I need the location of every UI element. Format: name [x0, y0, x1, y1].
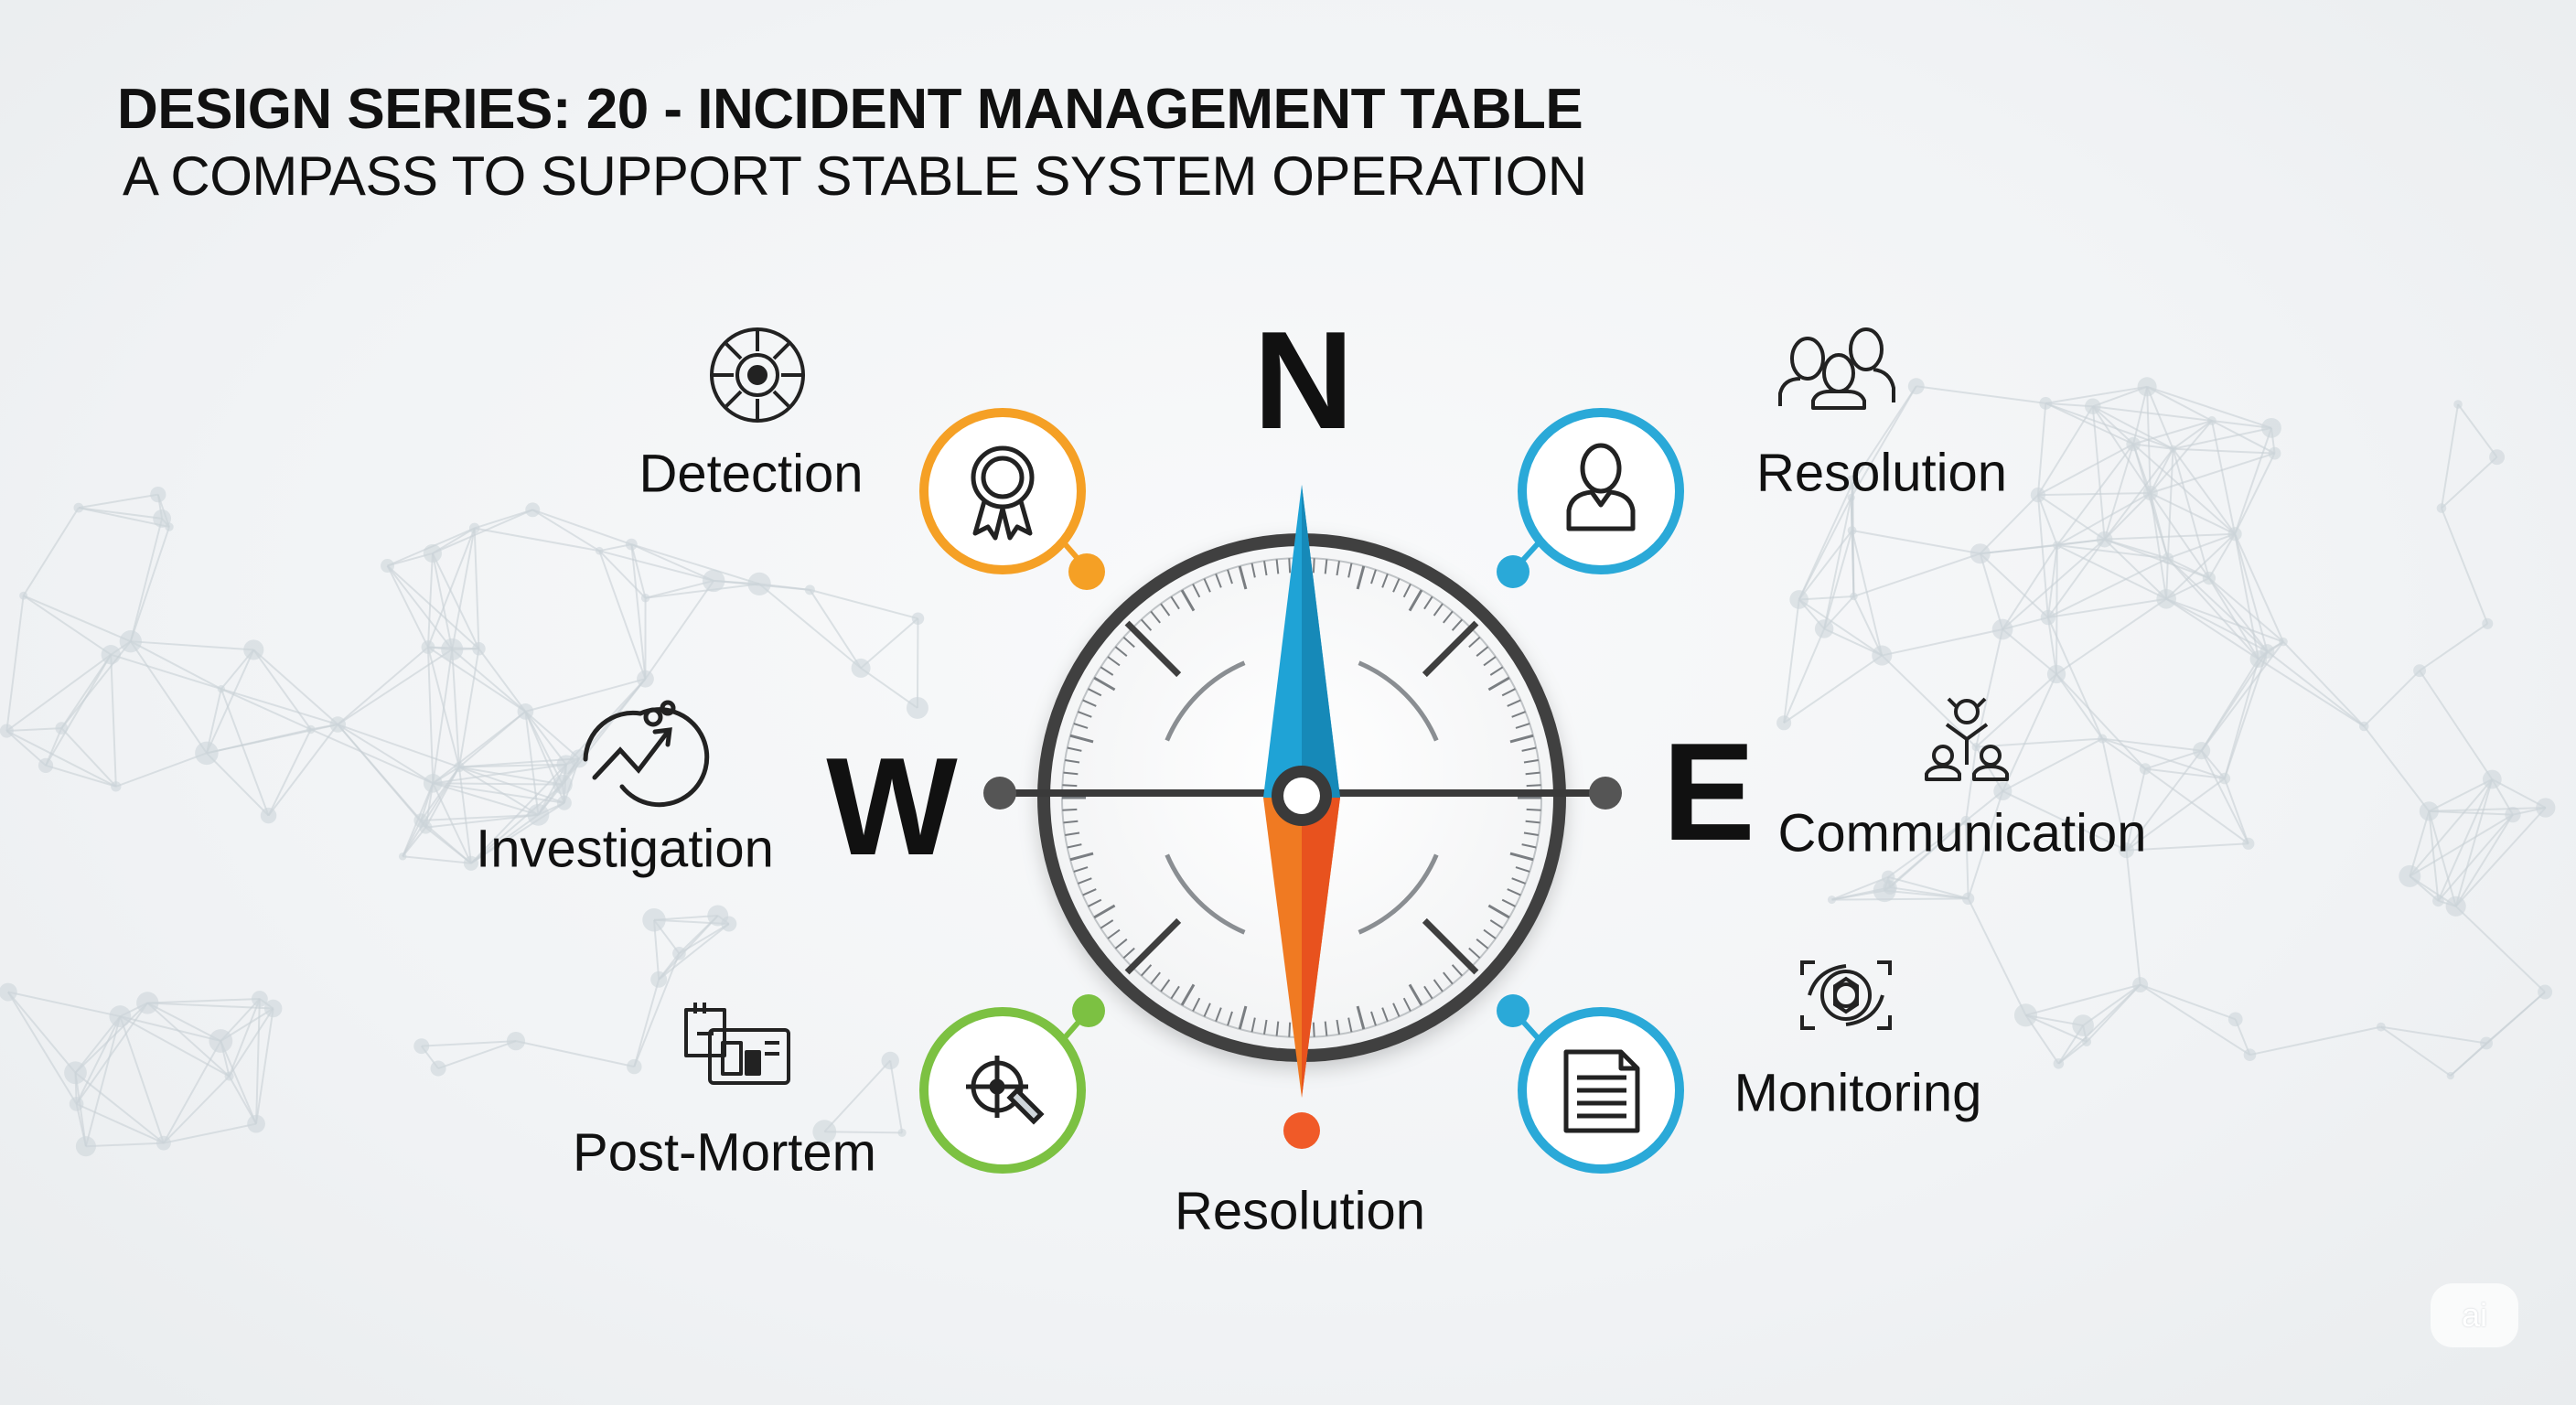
page-subtitle: A COMPASS TO SUPPORT STABLE SYSTEM OPERA… [123, 145, 1587, 207]
crosshair-eye-icon [710, 327, 805, 423]
document-icon [1563, 1049, 1640, 1133]
analysis-chart-icon [583, 700, 710, 808]
person-icon [1566, 443, 1636, 531]
stage-label-resolution-s: Resolution [1174, 1181, 1426, 1241]
south-dot [1283, 1112, 1320, 1149]
gear-badge-icon [971, 445, 1035, 541]
resolution-node [1497, 408, 1684, 588]
stage-label-investigation: Investigation [476, 819, 774, 879]
stage-label-post-mortem: Post-Mortem [573, 1122, 876, 1183]
target-pen-icon [966, 1056, 1045, 1125]
west-label: W [826, 729, 958, 885]
compass-inner-marks [1124, 620, 1479, 975]
people-network-icon [1925, 697, 2009, 781]
west-axis-dot [983, 777, 1016, 810]
page-title: DESIGN SERIES: 20 - INCIDENT MANAGEMENT … [117, 78, 1583, 141]
team-group-icon [1778, 327, 1895, 410]
post-mortem-node [919, 994, 1105, 1174]
east-label: E [1662, 714, 1755, 870]
monitoring-node [1497, 994, 1684, 1174]
stage-label-monitoring: Monitoring [1733, 1063, 1982, 1123]
detection-node [919, 408, 1105, 590]
north-label: N [1253, 303, 1354, 458]
stage-label-resolution-ne: Resolution [1755, 443, 2008, 503]
stage-label-communication: Communication [1777, 803, 2147, 863]
east-axis-dot [1589, 777, 1622, 810]
stage-label-detection: Detection [639, 444, 864, 504]
ai-watermark: ai [2431, 1283, 2518, 1347]
compass-needle [1263, 485, 1340, 1098]
report-dashboard-icon [684, 1003, 790, 1085]
monitor-target-icon [1800, 960, 1892, 1030]
